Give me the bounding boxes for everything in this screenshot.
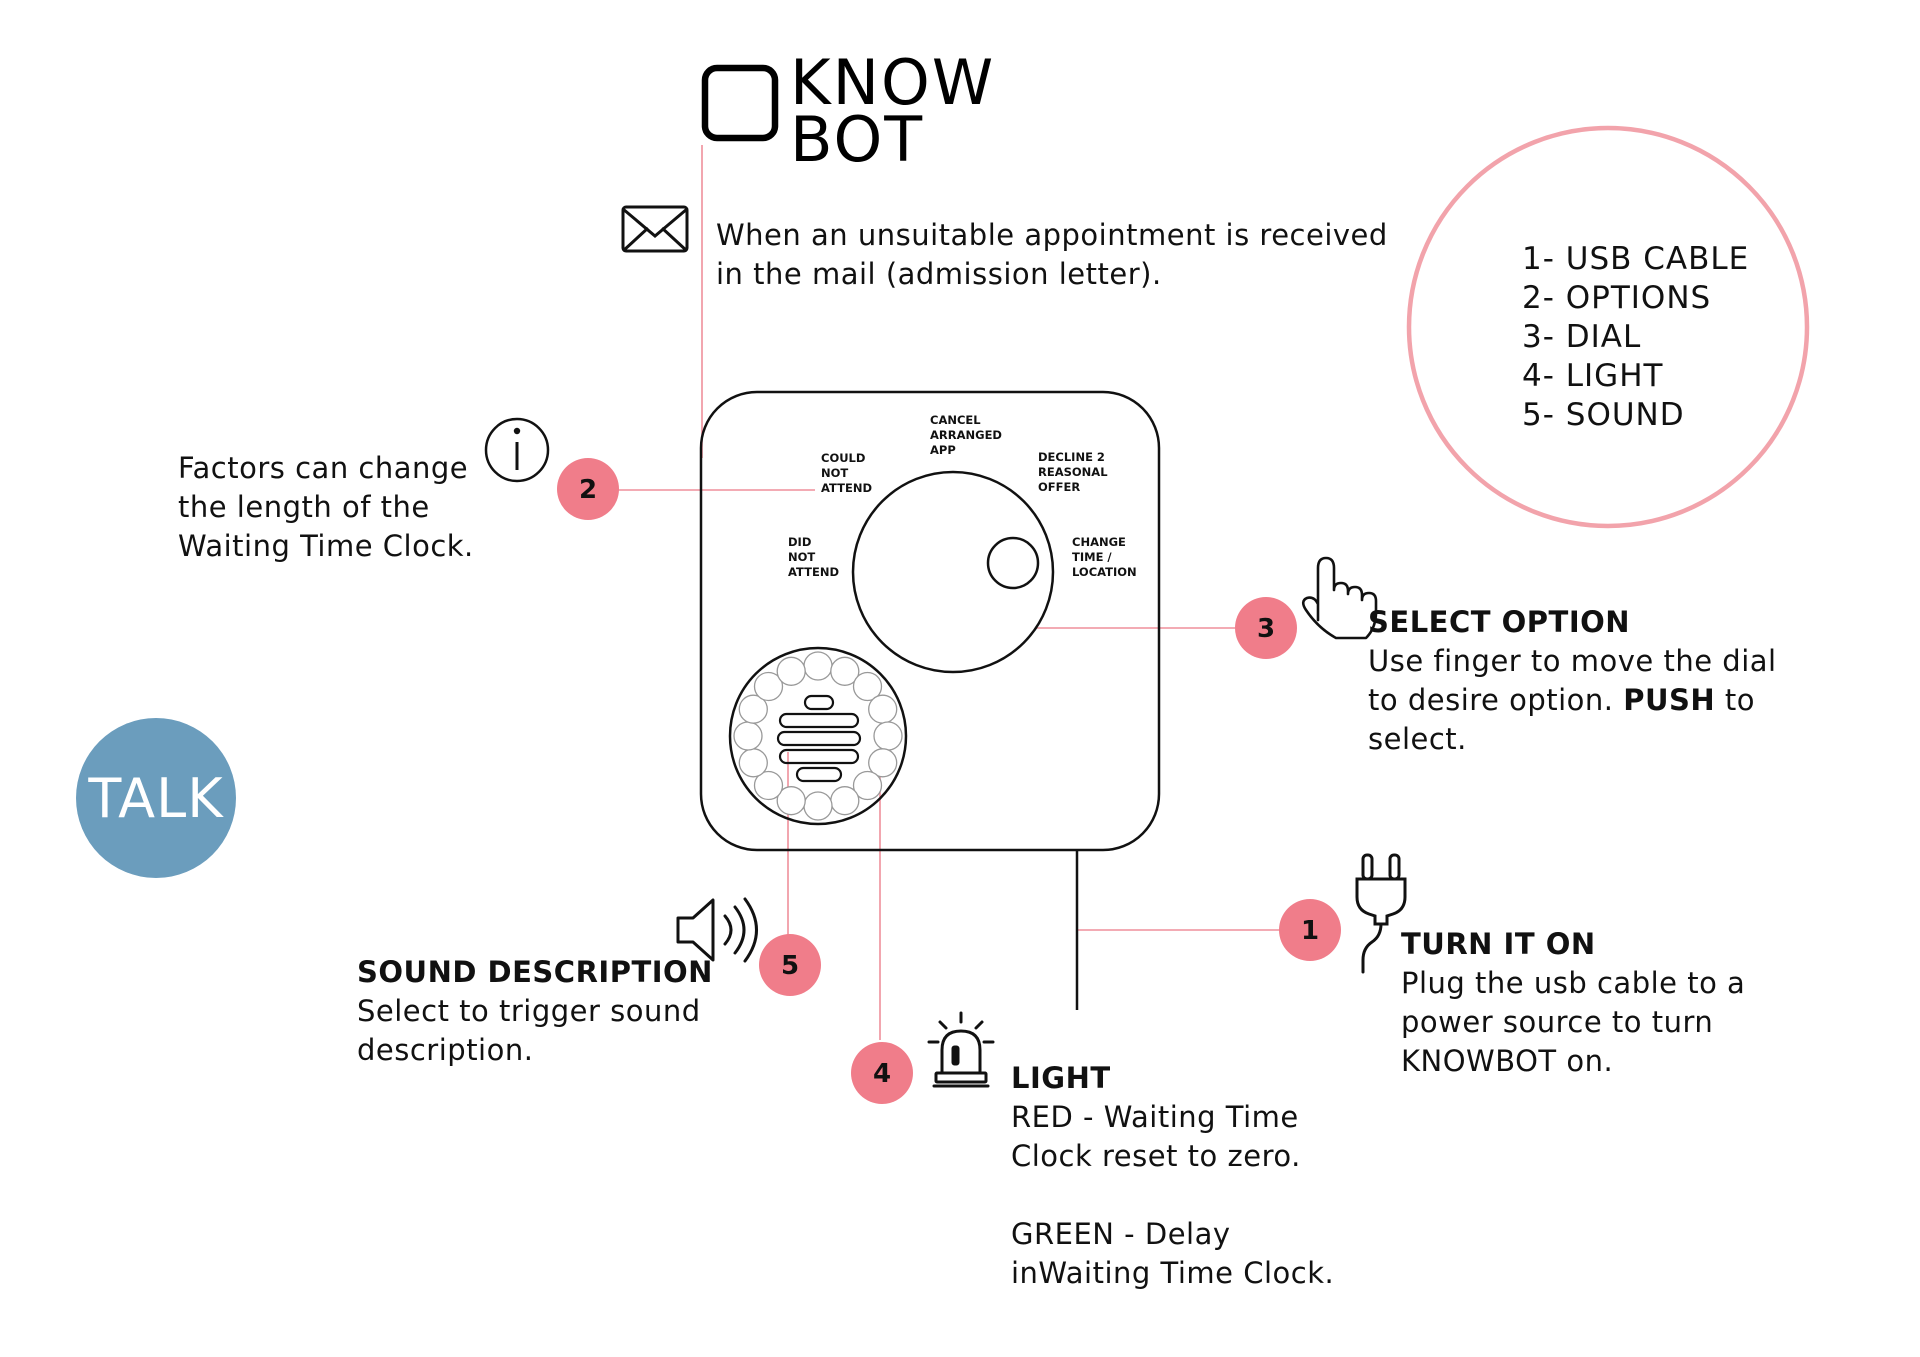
speaker-icon: [676, 897, 758, 963]
light-note: LIGHT RED - Waiting Time Clock reset to …: [1011, 1059, 1334, 1293]
light-title: LIGHT: [1011, 1061, 1111, 1095]
marker-3: 3: [1235, 597, 1297, 659]
turn-on-line-1: Plug the usb cable to a: [1401, 966, 1746, 1000]
led-light: [830, 656, 860, 686]
mail-note: When an unsuitable appointment is receiv…: [716, 216, 1388, 294]
mail-note-line-1: When an unsuitable appointment is receiv…: [716, 218, 1388, 252]
dial-knob[interactable]: [986, 536, 1040, 590]
factors-note-line-1: Factors can change: [178, 451, 469, 485]
light-spacer: [1011, 1176, 1334, 1215]
legend-ring: [1406, 125, 1810, 529]
option-could-not-attend: COULD NOT ATTEND: [821, 451, 872, 495]
svg-text:3: 3: [1257, 614, 1275, 644]
led-light: [852, 770, 883, 801]
led-light: [733, 721, 763, 751]
dial[interactable]: [851, 470, 1055, 674]
legend-list: 1- USB CABLE 2- OPTIONS 3- DIAL 4- LIGHT…: [1522, 240, 1749, 435]
turn-on-line-3: KNOWBOT on.: [1401, 1044, 1614, 1078]
light-line-2: Clock reset to zero.: [1011, 1139, 1301, 1173]
svg-text:2: 2: [579, 475, 597, 505]
marker-1: 1: [1279, 899, 1341, 961]
logo-text-know: KNOW: [790, 46, 996, 119]
sound-note: SOUND DESCRIPTION Select to trigger soun…: [357, 953, 713, 1070]
factors-note-line-2: the length of the: [178, 490, 430, 524]
led-ring: [733, 651, 903, 821]
select-option-line-1: Use finger to move the dial: [1368, 644, 1777, 678]
svg-text:5: 5: [781, 951, 799, 981]
mail-icon: [621, 205, 689, 253]
led-light: [738, 748, 768, 778]
led-light: [803, 651, 833, 681]
option-did-not-attend: DID NOT ATTEND: [788, 535, 839, 579]
marker-4: 4: [851, 1042, 913, 1104]
led-light: [753, 671, 784, 702]
turn-on-line-2: power source to turn: [1401, 1005, 1714, 1039]
option-decline: DECLINE 2 REASONAL OFFER: [1038, 450, 1112, 494]
light-line-1: RED - Waiting Time: [1011, 1100, 1299, 1134]
sound-line-2: description.: [357, 1033, 534, 1067]
svg-text:4: 4: [873, 1059, 891, 1089]
select-option-title: SELECT OPTION: [1368, 605, 1631, 639]
legend-item-options: 2- OPTIONS: [1522, 280, 1712, 316]
marker-2: 2: [557, 458, 619, 520]
mail-note-line-2: in the mail (admission letter).: [716, 257, 1162, 291]
sound-title: SOUND DESCRIPTION: [357, 955, 713, 989]
light-line-3: GREEN - Delay: [1011, 1217, 1231, 1251]
led-light: [868, 694, 898, 724]
logo-square: [701, 64, 779, 142]
svg-text:1: 1: [1301, 916, 1319, 946]
select-option-note: SELECT OPTION Use finger to move the dia…: [1368, 603, 1777, 759]
select-option-line-2: to desire option. PUSH to: [1368, 683, 1756, 717]
legend-item-sound: 5- SOUND: [1522, 397, 1685, 433]
factors-note: Factors can change the length of the Wai…: [178, 449, 474, 566]
led-light: [868, 748, 898, 778]
factors-note-line-3: Waiting Time Clock.: [178, 529, 474, 563]
talk-badge[interactable]: TALK: [76, 718, 236, 878]
speaker-grille: [776, 694, 862, 783]
led-light: [776, 656, 806, 686]
device-body: [699, 390, 1161, 852]
led-light: [738, 694, 768, 724]
legend-item-dial: 3- DIAL: [1522, 319, 1642, 355]
led-light: [830, 786, 860, 816]
led-light: [873, 721, 903, 751]
option-change-time: CHANGE TIME / LOCATION: [1072, 535, 1137, 579]
select-option-line-3: select.: [1368, 722, 1467, 756]
legend-item-light: 4- LIGHT: [1522, 358, 1664, 394]
led-light: [753, 770, 784, 801]
speaker[interactable]: [728, 646, 908, 826]
legend-item-usb: 1- USB CABLE: [1522, 241, 1750, 277]
led-light: [803, 791, 833, 821]
hand-pointer-icon: [1301, 556, 1378, 640]
sound-line-1: Select to trigger sound: [357, 994, 701, 1028]
option-cancel: CANCEL ARRANGED APP: [930, 413, 1006, 457]
siren-icon: [927, 1011, 995, 1088]
light-line-4: inWaiting Time Clock.: [1011, 1256, 1335, 1290]
info-icon: [484, 417, 550, 483]
turn-on-title: TURN IT ON: [1401, 927, 1596, 961]
marker-5: 5: [759, 934, 821, 996]
plug-icon: [1355, 853, 1407, 974]
led-light: [776, 786, 806, 816]
led-light: [852, 671, 883, 702]
logo-text-bot: BOT: [790, 103, 925, 176]
turn-on-note: TURN IT ON Plug the usb cable to a power…: [1401, 925, 1745, 1081]
